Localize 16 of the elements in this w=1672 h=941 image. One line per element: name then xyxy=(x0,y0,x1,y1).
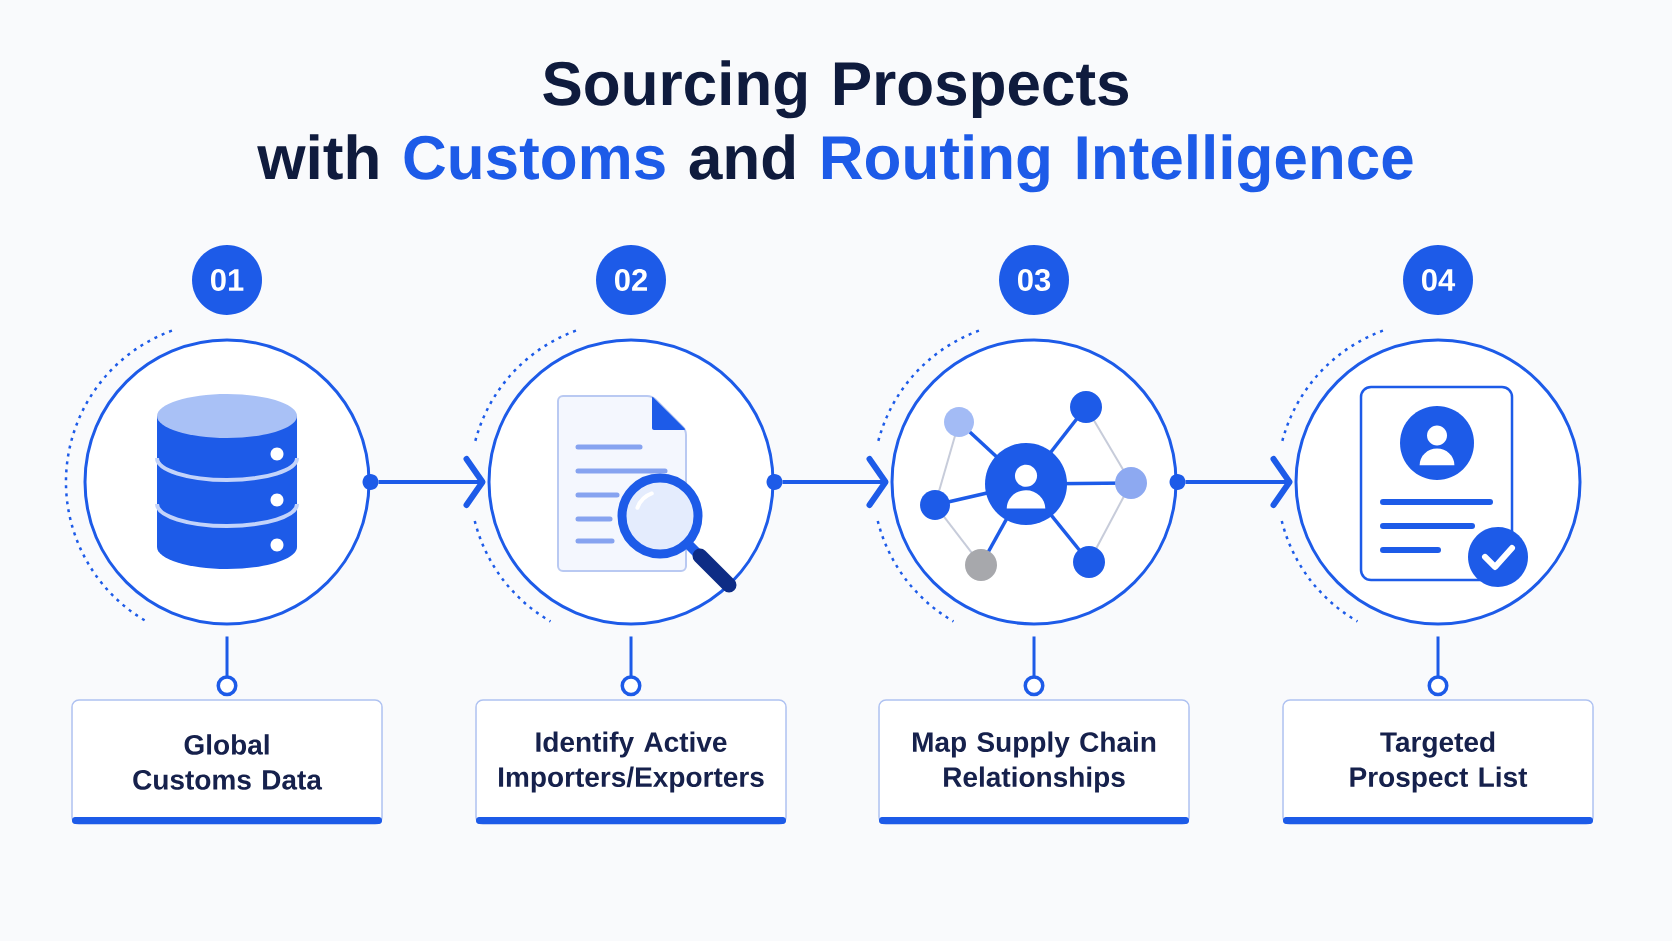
number-badge: 02 xyxy=(596,245,666,315)
number-badge: 03 xyxy=(999,245,1069,315)
number-badge: 01 xyxy=(192,245,262,315)
connector-line xyxy=(1023,636,1045,697)
step-box: Identify Active Importers/Exporters xyxy=(475,699,787,825)
connector-line xyxy=(620,636,642,697)
title: Sourcing Prospects with Customs and Routing Intelligence xyxy=(257,60,1413,193)
arrow xyxy=(1185,456,1293,508)
connector-line xyxy=(1427,636,1449,697)
number-badge: 04 xyxy=(1403,245,1473,315)
step-box: Global Customs Data xyxy=(71,699,383,825)
arrow xyxy=(782,456,889,508)
arrow xyxy=(378,456,486,508)
connector-line xyxy=(216,636,238,697)
step-box: Targeted Prospect List xyxy=(1282,699,1594,825)
step-box: Map Supply Chain Relationships xyxy=(878,699,1190,825)
